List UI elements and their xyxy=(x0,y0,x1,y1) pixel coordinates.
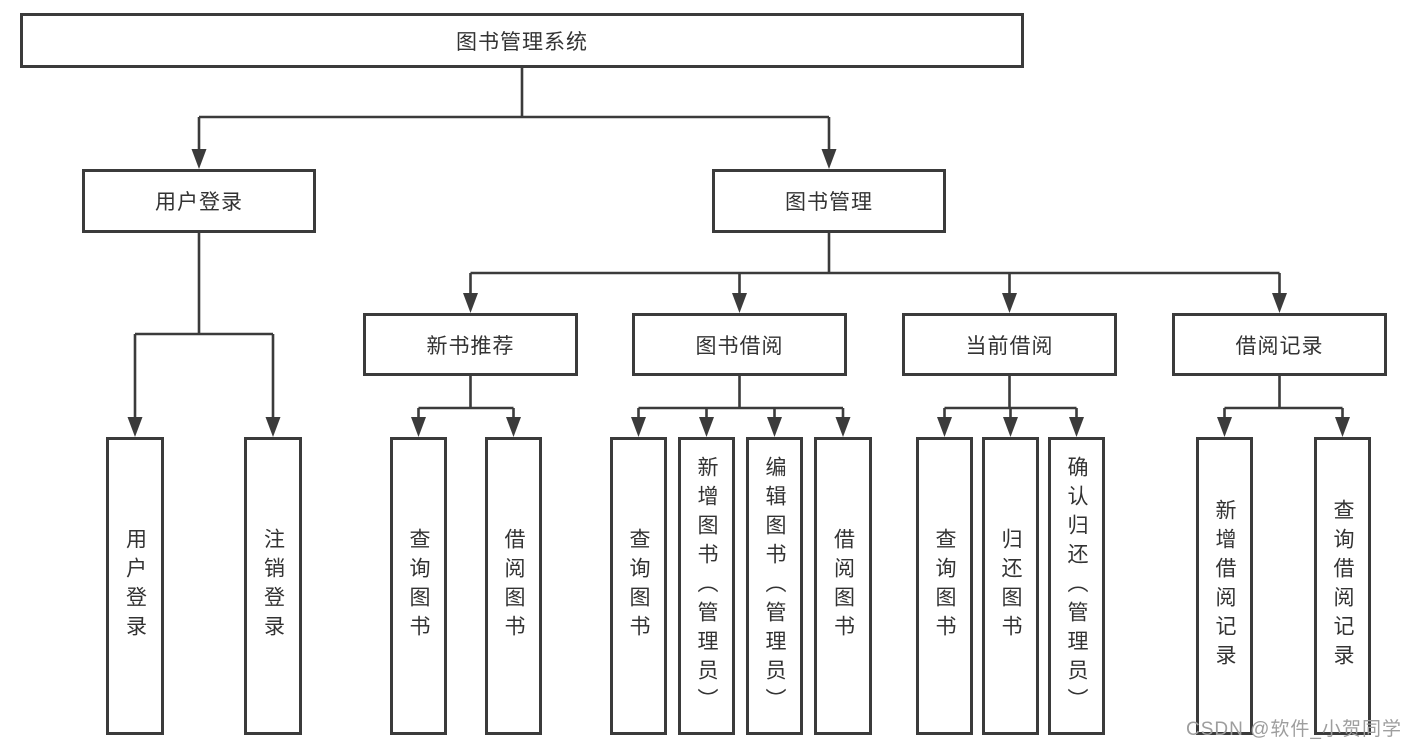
leaf-label: 用户登录 xyxy=(123,528,147,644)
leaf-query-books-2: 查询图书 xyxy=(610,437,667,735)
node-new-book-recommend: 新书推荐 xyxy=(363,313,578,376)
leaf-label: 查询借阅记录 xyxy=(1331,499,1354,673)
connector-paths xyxy=(133,68,1344,419)
arrowheads xyxy=(127,149,1350,437)
leaf-return-books: 归还图书 xyxy=(982,437,1039,735)
node-root-system: 图书管理系统 xyxy=(20,13,1024,68)
leaf-label: 新增借阅记录 xyxy=(1213,499,1236,673)
leaf-label: 新增图书（管理员） xyxy=(695,455,718,717)
node-borrow-records: 借阅记录 xyxy=(1172,313,1387,376)
leaf-add-borrow-record: 新增借阅记录 xyxy=(1196,437,1253,735)
leaf-edit-books-admin: 编辑图书（管理员） xyxy=(746,437,803,735)
node-book-management: 图书管理 xyxy=(712,169,946,233)
leaf-query-books-3: 查询图书 xyxy=(916,437,973,735)
leaf-query-books-1: 查询图书 xyxy=(390,437,447,735)
leaf-borrow-books-2: 借阅图书 xyxy=(814,437,872,735)
node-current-borrow: 当前借阅 xyxy=(902,313,1117,376)
leaf-label: 借阅图书 xyxy=(831,528,855,644)
leaf-label: 借阅图书 xyxy=(502,528,525,644)
node-book-borrow: 图书借阅 xyxy=(632,313,847,376)
leaf-label: 归还图书 xyxy=(999,528,1022,644)
leaf-logout: 注销登录 xyxy=(244,437,302,735)
leaf-query-borrow-record: 查询借阅记录 xyxy=(1314,437,1371,735)
leaf-label: 注销登录 xyxy=(261,528,285,644)
leaf-confirm-return-admin: 确认归还（管理员） xyxy=(1048,437,1105,735)
csdn-watermark: CSDN @软件_小贺同学 xyxy=(1186,719,1402,740)
leaf-label: 确认归还（管理员） xyxy=(1065,455,1088,717)
node-user-login: 用户登录 xyxy=(82,169,316,233)
leaf-label: 查询图书 xyxy=(627,528,650,644)
leaf-borrow-books-1: 借阅图书 xyxy=(485,437,542,735)
leaf-label: 编辑图书（管理员） xyxy=(763,455,786,717)
leaf-label: 查询图书 xyxy=(407,528,430,644)
leaf-add-books-admin: 新增图书（管理员） xyxy=(678,437,735,735)
leaf-user-login: 用户登录 xyxy=(106,437,164,735)
leaf-label: 查询图书 xyxy=(933,528,956,644)
